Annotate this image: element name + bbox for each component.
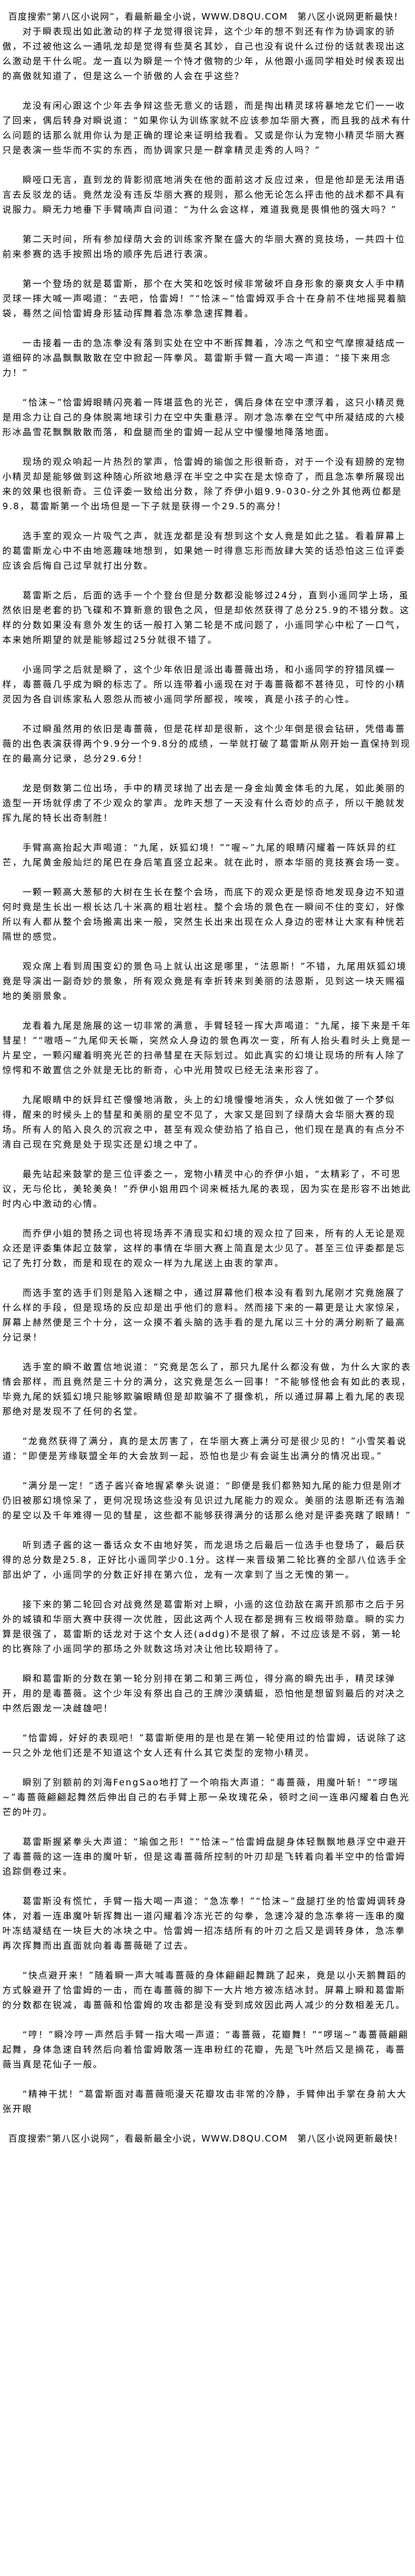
paragraph: 葛雷斯握紧拳头大声道：“瑜伽之形！”“恰沫~”恰雷姆盘腿身体轻飘飘地悬浮空中避开… <box>2 1836 407 1877</box>
paragraph: 现场的观众响起一片热烈的掌声，恰雷姆的瑜伽之形很新奇，对于一个没有翅膀的宠物小精… <box>2 456 406 512</box>
paragraph: 观众席上看到周围变幻的景色马上就认出这是哪里，“法恩斯！”不错，九尾用妖狐幻境竟… <box>2 961 407 1001</box>
paragraph: 不过瞬虽然用的依旧是毒蔷薇，但是花样却是很新，这个少年倒是很会钻研，凭借毒蔷薇的… <box>2 724 411 764</box>
paragraph: “龙竟然获得了满分，真的是太厉害了，在华丽大赛上满分可是很少见的！”小雪笑着说道… <box>2 1436 407 1461</box>
paragraph: 葛雷斯没有慌忙，手臂一指大喝一声道：“急冻拳！”“恰沫~”盘腿打坐的恰雷姆调转身… <box>2 1896 407 1951</box>
paragraph: “快点避开来！”随着瞬一声大喊毒蔷薇的身体翩翩起舞跳了起来，竟是以小天鹅舞蹈的方… <box>2 1970 407 2010</box>
paragraph: “精神干扰！”葛雷斯面对毒蔷薇呃漫天花瓣攻击非常的冷静，手臂伸出手掌在身前大大张… <box>2 2089 407 2114</box>
paragraph: 一击接着一击的急冻拳没有落到实处在空中不断挥舞着，冷冻之气和空气摩擦凝结成一道细… <box>2 338 406 378</box>
paragraph: 龙没有闲心跟这个少年去争辩这些无意义的话题，而是掏出精灵球将暴地龙它们一一收了回… <box>2 100 411 156</box>
paragraph: 龙是倒数第二位出场，手中的精灵球抛了出去是一身金灿黄金体毛的九尾，如此美丽的造型… <box>2 783 406 823</box>
site-banner-bottom: 百度搜索“第八区小说网”，看最新最全小说，WWW.D8QU.COM 第八区小说网… <box>8 2133 403 2144</box>
paragraph: 龙看着九尾是施展的这一切非常的满意，手臂轻轻一挥大声喝道：“九尾，接下来是千年彗… <box>2 1020 411 1076</box>
paragraph: 选手室的瞬不敢置信地说道：“究竟是怎么了，那只九尾什么都没有做，为什么大家的表情… <box>2 1362 411 1417</box>
paragraph: “恰沫~”恰雷姆眼睛闪亮着一阵堪蓝色的光芒，偶后身体在空中漂浮着，这只小精灵竟是… <box>2 397 406 437</box>
chapter-page: 百度搜索“第八区小说网”，看最新最全小说，WWW.D8QU.COM 第八区小说网… <box>2 11 413 2144</box>
paragraph: 手臂高高抬起大声喝道：“九尾，妖狐幻境！”“喔~”九尾的眼睛闪耀着一阵妖异的红芒… <box>2 842 406 868</box>
paragraph: 一颗一颗高大葱郁的大树在生长在整个会场，而底下的观众更是惊奇地发现身边不知道何时… <box>2 887 406 942</box>
paragraph: “恰雷姆，好好的表现吧！”葛雷斯使用的是也是在第一轮使用过的恰雷姆，话说除了这一… <box>2 1733 407 1758</box>
paragraph: 葛雷斯之后，后面的选手一个个登台但是分数都没能够过24分，直到小遥同学上场，虽然… <box>2 590 410 645</box>
paragraph: 接下来的第二轮回合对战竟然是葛雷斯对上瞬，小遥的这位劲敌在离开凯那市之后于另外的… <box>2 1599 406 1654</box>
paragraph: 而选手室的选手们则是陷入迷糊之中，通过屏幕他们根本没有看到九尾刚才究竟施展了什么… <box>2 1287 406 1343</box>
paragraph: 对于瞬表现出如此激动的样子龙觉得很诧异，这个少年的想不到还有作为协调家的骄傲，不… <box>2 26 406 81</box>
paragraph: 第一个登场的就是葛雷斯，那个在大笑和吃饭时候非常破坏自身形象的豪爽女人手中精灵球… <box>2 278 407 319</box>
paragraph: “哼！”瞬冷哼一声然后手臂一指大喝一声道：“毒蔷薇，花瓣舞！”“啰瑞~”毒蔷薇翩… <box>2 2029 409 2070</box>
paragraph: 选手室的观众一片吸气之声，就连龙都是没有想到这个女人竟是如此之猛。看着屏幕上的葛… <box>2 531 406 571</box>
paragraph: 瞬哑口无言，直到龙的背影彻底地消失在他的面前这才反应过来，但是他却是无法用语言去… <box>2 175 406 215</box>
site-banner-top: 百度搜索“第八区小说网”，看最新最全小说，WWW.D8QU.COM 第八区小说网… <box>8 11 403 22</box>
paragraph: 而乔伊小姐的赞扬之词也将现场弄不清现实和幻境的观众拉了回来，所有的人无论是观众还… <box>2 1228 406 1268</box>
paragraph: 小遥同学之后就是瞬了，这个少年依旧是派出毒蔷薇出场，和小遥同学的狩猎凤蝶一样，毒… <box>2 664 406 705</box>
chapter-body: 对于瞬表现出如此激动的样子龙觉得很诧异，这个少年的想不到还有作为协调家的骄傲，不… <box>2 24 413 2117</box>
paragraph: 九尾眼睛中的妖异红芒慢慢地消散，头上的幻境慢慢地消失，众人恍如做了一个梦似得，醒… <box>2 1095 406 1150</box>
paragraph: 最先站起来鼓掌的是三位评委之一，宠物小精灵中心的乔伊小姐，“太精彩了，不可思议，… <box>2 1169 411 1209</box>
paragraph: “满分是一定！”透子酱兴奋地握紧拳头说道：“即便是我们都熟知九尾的能力但是刚才仍… <box>2 1480 411 1521</box>
paragraph: 听到透子酱的这一番话众女不由地好笑，而龙退场之后最后一位选手也登场了，最后获得的… <box>2 1540 408 1580</box>
paragraph: 第二天时间，所有参加绿荫大会的训练家齐聚在盛大的华丽大赛的竞技场，一共四十位前来… <box>2 234 406 259</box>
paragraph: 瞬别了别额前的刘海FengSao地打了一个响指大声道：“毒蔷薇，用魔叶斩！”“啰… <box>2 1777 410 1817</box>
paragraph: 瞬和葛雷斯的分数在第一轮分别排在第二和第三两位，得分高的瞬先出手，精灵球弹开，用… <box>2 1673 406 1714</box>
